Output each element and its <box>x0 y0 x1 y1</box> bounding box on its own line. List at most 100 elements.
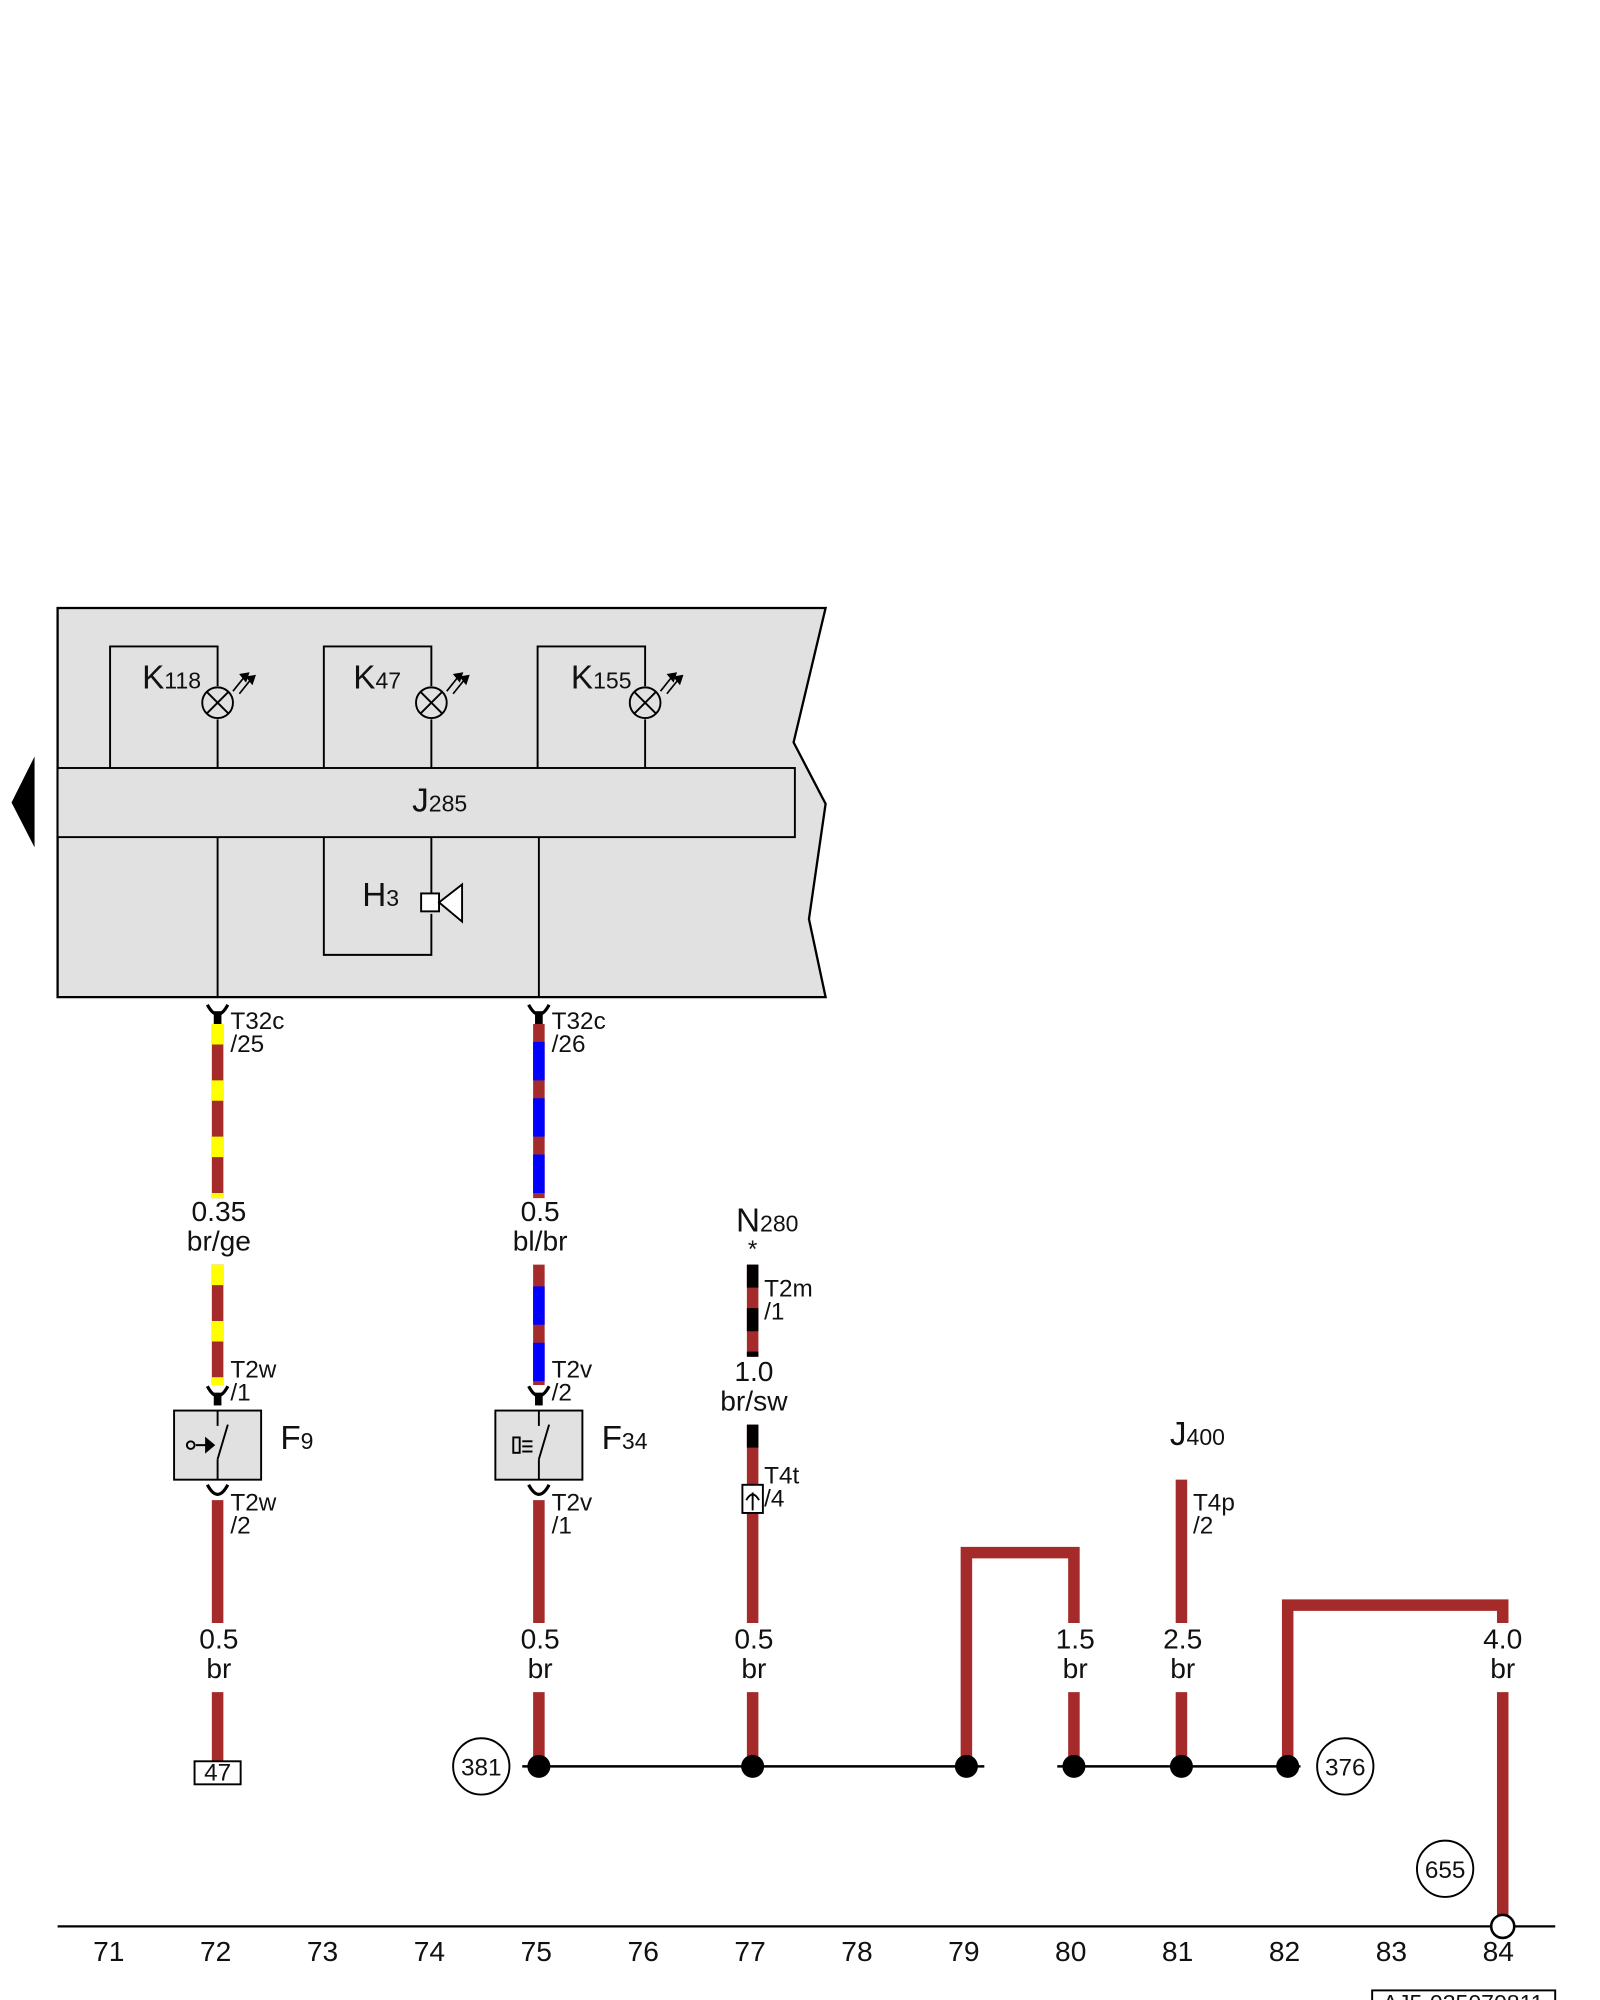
connector-label: T2v <box>552 1356 593 1383</box>
connector-label: T32c <box>230 1008 284 1035</box>
connector-icon <box>527 1484 551 1496</box>
connector-label: T4t <box>764 1463 799 1490</box>
column-number: 76 <box>628 1936 659 1967</box>
wire-color: br <box>1063 1653 1088 1684</box>
wire-color: br/ge <box>187 1226 251 1257</box>
control-unit-bar <box>56 767 796 839</box>
column-number: 71 <box>93 1936 124 1967</box>
light-rays-icon <box>446 672 470 695</box>
connector-pin: /1 <box>230 1379 250 1406</box>
wire-size: 0.5 <box>521 1196 560 1227</box>
wire-size: 0.35 <box>191 1196 246 1227</box>
column-number: 79 <box>948 1936 979 1967</box>
lamp-label: K47 <box>353 660 401 697</box>
ground-bus: 1.5 br J400 T4p /2 2.5 br 4.0 br 3 <box>452 1416 1522 1915</box>
document-id: AJ5-035070811 <box>1383 1990 1544 2000</box>
column-number: 78 <box>841 1936 872 1967</box>
ground-point-label: 381 <box>461 1754 502 1781</box>
speaker-icon <box>420 892 440 913</box>
component-label: N280 <box>736 1202 798 1239</box>
wire-size: 0.5 <box>734 1624 773 1655</box>
wire-color: br <box>1490 1653 1515 1684</box>
junction-dot <box>954 1754 978 1778</box>
connector-pin: /26 <box>552 1031 586 1058</box>
column-number: 72 <box>200 1936 231 1967</box>
lamp-label: K155 <box>571 660 632 697</box>
circuit-column-75: T32c /26 0.5 bl/br T2v /2 F34 <box>494 1004 648 1767</box>
junction-dot <box>1169 1754 1193 1778</box>
ground-point-label: 655 <box>1425 1857 1466 1884</box>
wire-size: 1.0 <box>734 1356 773 1387</box>
light-rays-icon <box>659 672 684 695</box>
circuit-column-77: N280 * T2m /1 1.0 br/sw T4t /4 0.5 br <box>720 1202 813 1767</box>
connector-pin: /2 <box>1193 1512 1213 1539</box>
buzzer-label: H3 <box>362 877 399 914</box>
junction-dot <box>527 1754 551 1778</box>
switch-label: F9 <box>280 1420 313 1457</box>
column-number: 84 <box>1483 1936 1514 1967</box>
connector-pin: /25 <box>230 1031 264 1058</box>
connector-label: T32c <box>552 1008 606 1035</box>
column-number: 77 <box>734 1936 765 1967</box>
component-label: J400 <box>1170 1416 1225 1453</box>
wire-color: br <box>1170 1653 1195 1684</box>
wire-size: 2.5 <box>1163 1624 1202 1655</box>
connector-pin: /1 <box>764 1299 784 1326</box>
column-number: 74 <box>414 1936 445 1967</box>
connector-pin: /1 <box>552 1512 572 1539</box>
lamp-k47: K47 <box>322 645 470 768</box>
ground-point-label: 376 <box>1325 1754 1366 1781</box>
switch-label: F34 <box>602 1420 648 1457</box>
reference-box-label: 47 <box>204 1759 231 1786</box>
junction-dot <box>1062 1754 1086 1778</box>
fluid-level-switch-icon <box>512 1410 551 1480</box>
wire-color: br/sw <box>720 1386 788 1417</box>
column-number: 75 <box>521 1936 552 1967</box>
light-rays-icon <box>232 672 256 695</box>
wire-color: br <box>528 1653 553 1684</box>
connector-label: T2w <box>230 1489 276 1516</box>
column-number: 82 <box>1269 1936 1300 1967</box>
connector-pin: /2 <box>552 1379 572 1406</box>
component-note: * <box>748 1236 758 1263</box>
ground-point-376[interactable] <box>1316 1737 1375 1796</box>
lamp-label: K118 <box>142 660 201 697</box>
connector-icon <box>205 1484 230 1496</box>
wire-size: 1.5 <box>1056 1624 1095 1655</box>
ground-terminal <box>1489 1913 1516 1940</box>
connector-label: T2v <box>552 1489 593 1516</box>
circuit-column-72: T32c /25 0.35 br/ge T2w /1 <box>173 1004 313 1786</box>
document-id-box <box>1371 1989 1557 2000</box>
column-numbers: 71 72 73 74 75 76 77 78 79 80 81 82 83 84 <box>93 1936 1514 1967</box>
column-number: 83 <box>1376 1936 1407 1967</box>
lamp-icon <box>415 686 448 720</box>
lamp-k118: K118 <box>109 645 256 768</box>
connector-label: T2w <box>230 1356 276 1383</box>
column-number: 73 <box>307 1936 338 1967</box>
wire-size: 0.5 <box>521 1624 560 1655</box>
junction-dot <box>1276 1754 1300 1778</box>
connector-label: T4p <box>1193 1489 1235 1516</box>
handbrake-switch-icon <box>185 1410 229 1480</box>
junction-dot <box>741 1754 765 1778</box>
connector-pin: /4 <box>764 1486 784 1513</box>
column-number: 81 <box>1162 1936 1193 1967</box>
ground-point-381[interactable] <box>452 1737 511 1796</box>
column-number: 80 <box>1055 1936 1086 1967</box>
connector-label: T2m <box>764 1276 813 1303</box>
lamp-icon <box>201 686 234 720</box>
buzzer-h3: H3 <box>322 837 464 956</box>
lamp-k155: K155 <box>536 645 684 768</box>
wire-size: 0.5 <box>199 1624 238 1655</box>
lamp-icon <box>628 686 662 720</box>
wire-color: bl/br <box>513 1226 568 1257</box>
connector-pin: /2 <box>230 1512 250 1539</box>
wire-color: br <box>741 1653 766 1684</box>
reference-box[interactable] <box>193 1760 242 1786</box>
control-unit-label: J285 <box>412 783 467 820</box>
wire-color: br <box>206 1653 231 1684</box>
wire-size: 4.0 <box>1483 1624 1522 1655</box>
ground-point-655[interactable] <box>1415 1839 1475 1898</box>
back-arrow-icon[interactable] <box>11 756 35 848</box>
